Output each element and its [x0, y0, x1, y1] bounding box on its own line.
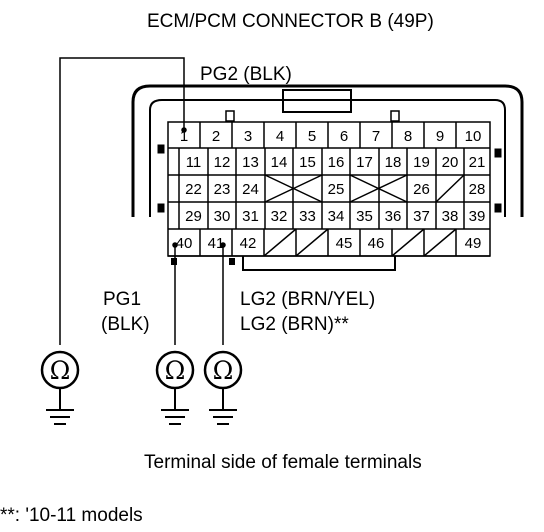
terminal-11: 11	[186, 154, 202, 171]
terminal-4: 4	[276, 128, 284, 145]
terminal-45: 45	[336, 235, 353, 252]
test-leads	[59, 57, 226, 345]
terminal-38: 38	[442, 208, 459, 225]
terminal-25: 25	[328, 181, 345, 198]
terminal-33: 33	[299, 208, 316, 225]
terminal-17: 17	[356, 154, 373, 171]
terminal-31: 31	[242, 208, 259, 225]
cavity-grid	[167, 121, 491, 257]
terminal-5: 5	[308, 128, 316, 145]
terminal-8: 8	[404, 128, 412, 145]
terminal-36: 36	[385, 208, 402, 225]
pg1-label-line1: PG1	[103, 289, 141, 310]
ground-icon	[46, 388, 74, 425]
terminal-22: 22	[185, 181, 202, 198]
ohm-symbol: Ω	[50, 356, 71, 385]
terminal-49: 49	[465, 235, 482, 252]
ohmmeter-pg2: Ω	[40, 350, 80, 425]
diagram-title: ECM/PCM CONNECTOR B (49P)	[147, 11, 434, 32]
terminal-28: 28	[469, 181, 486, 198]
terminal-30: 30	[214, 208, 231, 225]
terminal-39: 39	[469, 208, 486, 225]
terminal-29: 29	[185, 208, 202, 225]
terminal-23: 23	[214, 181, 231, 198]
ohm-symbol: Ω	[213, 356, 234, 385]
lead-pg2	[59, 57, 185, 345]
terminal-13: 13	[242, 154, 259, 171]
terminal-34: 34	[328, 208, 345, 225]
terminal-37: 37	[413, 208, 430, 225]
terminal-42: 42	[240, 235, 257, 252]
terminal-14: 14	[271, 154, 288, 171]
terminal-20: 20	[442, 154, 459, 171]
terminal-10: 10	[465, 128, 482, 145]
pg1-label-line2: (BLK)	[101, 314, 150, 335]
terminal-16: 16	[328, 154, 345, 171]
pg2-label: PG2 (BLK)	[200, 64, 292, 85]
footnote: **: '10-11 models	[0, 505, 143, 526]
ohm-symbol: Ω	[165, 356, 186, 385]
ohmmeter-lg2: Ω	[203, 350, 243, 425]
terminal-3: 3	[244, 128, 252, 145]
connector-housing	[131, 84, 524, 271]
terminal-2: 2	[212, 128, 220, 145]
terminal-19: 19	[413, 154, 430, 171]
terminal-32: 32	[271, 208, 288, 225]
terminal-21: 21	[469, 154, 486, 171]
terminal-18: 18	[385, 154, 402, 171]
terminal-46: 46	[368, 235, 385, 252]
lg2-label-line2: LG2 (BRN)**	[240, 314, 349, 335]
terminal-35: 35	[356, 208, 373, 225]
ground-icon	[161, 388, 189, 425]
ohmmeter-pg1: Ω	[155, 350, 195, 425]
terminal-7: 7	[372, 128, 380, 145]
terminal-12: 12	[214, 154, 231, 171]
terminal-40: 40	[176, 235, 193, 252]
terminal-6: 6	[340, 128, 348, 145]
lg2-label-line1: LG2 (BRN/YEL)	[240, 289, 375, 310]
terminal-41: 41	[208, 235, 225, 252]
terminal-1: 1	[180, 128, 188, 145]
terminal-numbers: 1 2 3 4 5 6 7 8 9 10 11 12 13 14 15 16 1…	[176, 128, 486, 252]
terminal-15: 15	[299, 154, 316, 171]
terminal-side-caption: Terminal side of female terminals	[144, 452, 422, 473]
terminal-24: 24	[242, 181, 259, 198]
ground-icon	[209, 388, 237, 425]
terminal-9: 9	[436, 128, 444, 145]
terminal-26: 26	[413, 181, 430, 198]
